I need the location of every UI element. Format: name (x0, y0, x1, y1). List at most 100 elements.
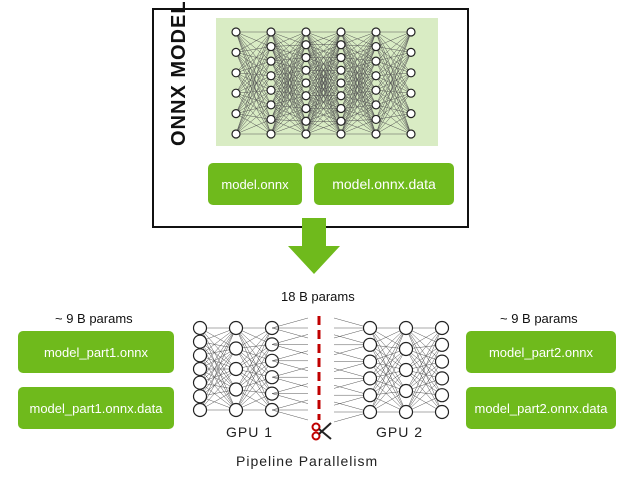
network-node (406, 88, 416, 98)
network-edge (340, 31, 377, 96)
network-node (192, 402, 208, 418)
network-edge (235, 31, 272, 73)
network-edge (375, 72, 412, 120)
network-edge (340, 119, 377, 135)
network-edge (375, 52, 412, 105)
down-arrow-icon (288, 218, 340, 274)
network-edge (405, 344, 443, 413)
network-edge (340, 57, 377, 106)
model-onnx-file[interactable]: model.onnx (208, 163, 302, 205)
network-node (362, 337, 378, 352)
network-edge (270, 60, 307, 96)
network-edge (340, 31, 377, 58)
network-node (406, 47, 416, 58)
network-edge (235, 104, 272, 135)
network-edge (375, 75, 412, 135)
network-edge (271, 344, 309, 355)
network-edge (235, 31, 272, 94)
neural-network-icon (216, 18, 438, 146)
network-edge (375, 31, 412, 120)
network-node (228, 320, 244, 336)
network-edge (235, 75, 272, 135)
network-edge (340, 46, 377, 135)
network-edge (340, 108, 377, 120)
network-edge (375, 31, 412, 62)
model-onnx-data-file[interactable]: model.onnx.data (314, 163, 454, 205)
network-edge (340, 95, 377, 120)
network-node (266, 100, 276, 110)
network-edge (305, 31, 342, 135)
network-edge (375, 119, 412, 135)
network-edge (340, 44, 377, 120)
network-node (371, 85, 381, 95)
network-edge (235, 368, 273, 394)
network-edge (270, 31, 307, 62)
network-edge (340, 75, 377, 84)
network-edge (235, 31, 272, 47)
network-edge (270, 46, 307, 122)
network-node (406, 108, 416, 119)
network-edge (340, 44, 377, 135)
network-edge (235, 377, 273, 411)
network-edge (375, 113, 412, 135)
network-edge (199, 327, 237, 370)
network-edge (340, 90, 377, 122)
network-edge (340, 82, 377, 91)
network-edge (375, 72, 412, 91)
network-node (371, 41, 381, 52)
network-edge (305, 31, 342, 96)
network-edge (375, 113, 412, 120)
network-edge (235, 31, 272, 135)
network-edge (405, 348, 443, 396)
network-edge (270, 44, 307, 120)
network-edge (340, 70, 377, 91)
network-node (398, 320, 414, 336)
network-edge (270, 75, 307, 109)
network-edge (340, 57, 377, 91)
network-edge (340, 44, 377, 76)
network-edge (340, 31, 377, 84)
network-edge (270, 31, 307, 91)
network-edge (375, 52, 412, 62)
network-edge (340, 95, 377, 106)
network-node (192, 320, 208, 336)
network-edge (375, 93, 412, 135)
network-edge (369, 369, 407, 396)
network-edge (340, 60, 377, 109)
network-node (301, 129, 311, 139)
network-edge (271, 350, 309, 362)
network-edge (340, 70, 377, 76)
network-edge (235, 61, 272, 135)
gpu2-network-icon (333, 317, 450, 423)
model-part2-onnx-file[interactable]: model_part2.onnx (466, 331, 616, 373)
network-edge (369, 327, 407, 362)
network-edge (340, 60, 377, 71)
network-edge (235, 92, 272, 106)
network-edge (405, 369, 443, 413)
model-part1-onnx-data-file[interactable]: model_part1.onnx.data (18, 387, 174, 429)
network-edge (340, 31, 377, 135)
network-edge (271, 409, 309, 421)
network-node (301, 103, 311, 114)
network-edge (305, 31, 342, 71)
network-edge (235, 31, 272, 105)
network-edge (270, 95, 307, 106)
network-node (228, 341, 244, 356)
network-edge (340, 82, 377, 135)
model-part2-onnx-data-file[interactable]: model_part2.onnx.data (466, 387, 616, 429)
network-edge (405, 361, 443, 392)
network-edge (270, 31, 307, 58)
network-edge (305, 44, 342, 135)
network-edge (405, 344, 443, 392)
model-part1-onnx-file[interactable]: model_part1.onnx (18, 331, 174, 373)
network-edge (340, 46, 377, 96)
network-edge (199, 348, 237, 383)
network-edge (340, 90, 377, 135)
network-edge (340, 75, 377, 122)
network-edge (270, 108, 307, 135)
network-edge (270, 31, 307, 105)
network-edge (235, 90, 272, 94)
network-edge (199, 368, 237, 411)
network-node (434, 320, 450, 336)
network-edge (270, 31, 307, 122)
